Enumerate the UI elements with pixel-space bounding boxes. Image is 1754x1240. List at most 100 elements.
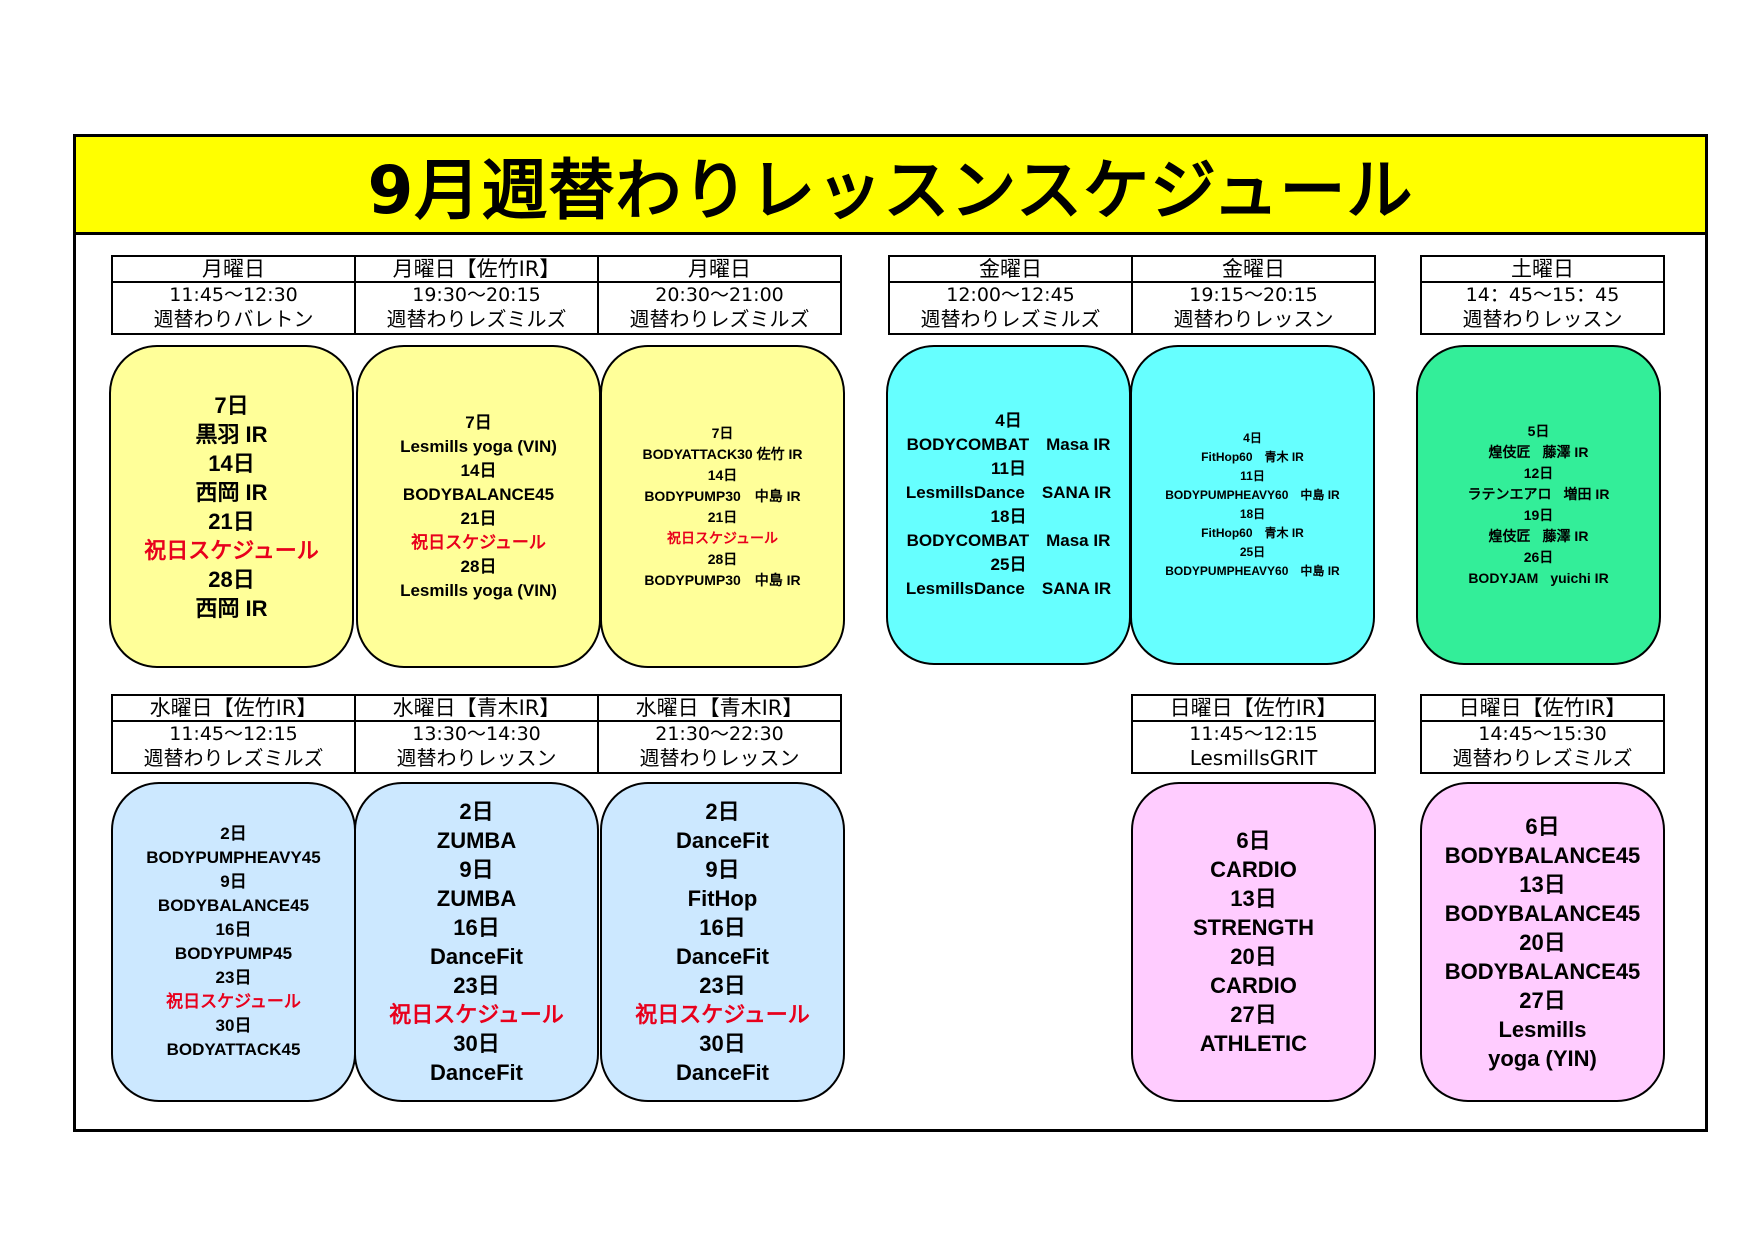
slot-time: 19:30〜20:15 bbox=[412, 284, 541, 306]
slot-time: 11:45〜12:15 bbox=[169, 723, 298, 745]
slot-name: 週替わりバレトン bbox=[153, 307, 314, 331]
program-label: BODYCOMBAT Masa IR bbox=[906, 531, 1111, 550]
program-label: BODYPUMP30 中島 IR bbox=[644, 487, 801, 504]
date-label: 28日 bbox=[208, 566, 255, 592]
date-label: 11日 bbox=[1240, 469, 1265, 483]
date-label: 14日 bbox=[460, 460, 497, 480]
program-label: DanceFit bbox=[430, 1060, 523, 1085]
slot-header-mon-2: 月曜日【佐竹IR】 19:30〜20:15 週替わりレズミルズ bbox=[354, 255, 599, 335]
holiday-label: 祝日スケジュール bbox=[635, 1002, 810, 1027]
program-label: ZUMBA bbox=[436, 886, 517, 911]
date-label: 11日 bbox=[991, 459, 1026, 478]
slot-header-wed-2: 水曜日【青木IR】 13:30〜14:30 週替わりレッスン bbox=[354, 694, 599, 774]
program-label: BODYCOMBAT Masa IR bbox=[906, 435, 1111, 454]
program-row: 煌伎匠藤澤 IR bbox=[1489, 526, 1589, 547]
page-title: 9月週替わりレッスンスケジュール bbox=[367, 151, 1414, 229]
date-label: 21日 bbox=[208, 508, 255, 534]
program-label: BODYBALANCE45 bbox=[1444, 900, 1641, 926]
slot-header-mon-3: 月曜日 20:30〜21:00 週替わりレズミルズ bbox=[597, 255, 842, 335]
program-label: 煌伎匠 bbox=[1488, 444, 1531, 460]
date-label: 4日 bbox=[1243, 431, 1262, 445]
slot-header-wed-3: 水曜日【青木IR】 21:30〜22:30 週替わりレッスン bbox=[597, 694, 842, 774]
slot-time: 12:00〜12:45 bbox=[946, 284, 1075, 306]
slot-name: 週替わりレッスン bbox=[1462, 307, 1623, 331]
program-label: BODYPUMP30 中島 IR bbox=[644, 571, 801, 588]
instructor-label: 青木 IR bbox=[1264, 450, 1304, 464]
program-label: ラテンエアロ bbox=[1467, 486, 1552, 502]
program-row: 煌伎匠藤澤 IR bbox=[1489, 442, 1589, 463]
date-label: 14日 bbox=[707, 466, 738, 483]
date-label: 7日 bbox=[465, 412, 492, 432]
slot-time: 14：45〜15：45 bbox=[1465, 284, 1620, 306]
slot-header-fri-2: 金曜日 19:15〜20:15 週替わりレッスン bbox=[1131, 255, 1376, 335]
instructor-label: 黒羽 IR bbox=[195, 421, 268, 447]
date-label: 12日 bbox=[1523, 465, 1554, 481]
lesson-card-wed-3: 2日 DanceFit 9日 FitHop 16日 DanceFit 23日 祝… bbox=[600, 782, 845, 1102]
date-label: 7日 bbox=[214, 392, 249, 418]
date-label: 23日 bbox=[699, 973, 746, 998]
slot-time: 21:30〜22:30 bbox=[655, 723, 784, 745]
date-label: 2日 bbox=[459, 799, 494, 824]
slot-name: 週替わりレズミルズ bbox=[143, 746, 324, 770]
date-label: 19日 bbox=[1523, 507, 1554, 523]
program-label: LesmillsDance SANA IR bbox=[905, 579, 1112, 598]
slot-name: 週替わりレッスン bbox=[396, 746, 557, 770]
program-label: FitHop60 bbox=[1201, 526, 1253, 540]
date-label: 23日 bbox=[215, 968, 252, 987]
slot-day: 水曜日【青木IR】 bbox=[356, 696, 597, 722]
holiday-label: 祝日スケジュール bbox=[166, 992, 301, 1011]
date-label: 9日 bbox=[220, 872, 247, 891]
date-label: 16日 bbox=[453, 915, 500, 940]
slot-time: 14:45〜15:30 bbox=[1478, 723, 1607, 745]
program-label: BODYATTACK45 bbox=[166, 1040, 301, 1059]
holiday-label: 祝日スケジュール bbox=[144, 537, 319, 563]
slot-day: 日曜日【佐竹IR】 bbox=[1422, 696, 1663, 722]
program-label: LesmillsDance SANA IR bbox=[905, 483, 1112, 502]
program-label: ATHLETIC bbox=[1199, 1031, 1308, 1056]
slot-header-mon-1: 月曜日 11:45〜12:30 週替わりバレトン bbox=[111, 255, 356, 335]
date-label: 27日 bbox=[1230, 1002, 1277, 1027]
date-label: 26日 bbox=[1523, 549, 1554, 565]
lesson-card-mon-3: 7日 BODYATTACK30 佐竹 IR 14日 BODYPUMP30 中島 … bbox=[600, 345, 845, 668]
date-label: 30日 bbox=[699, 1031, 746, 1056]
slot-header-fri-1: 金曜日 12:00〜12:45 週替わりレズミルズ bbox=[888, 255, 1133, 335]
slot-time: 11:45〜12:30 bbox=[169, 284, 298, 306]
date-label: 25日 bbox=[1239, 545, 1266, 559]
date-label: 9日 bbox=[459, 857, 494, 882]
slot-name: 週替わりレズミルズ bbox=[386, 307, 567, 331]
holiday-label: 祝日スケジュール bbox=[666, 529, 779, 546]
lesson-card-mon-2: 7日 Lesmills yoga (VIN) 14日 BODYBALANCE45… bbox=[356, 345, 601, 668]
date-label: 27日 bbox=[1519, 987, 1566, 1013]
program-label: CARDIO bbox=[1210, 973, 1297, 998]
date-label: 9日 bbox=[705, 857, 740, 882]
date-label: 28日 bbox=[707, 550, 738, 567]
title-band: 9月週替わりレッスンスケジュール bbox=[76, 137, 1705, 235]
instructor-label: 中島 IR bbox=[1300, 488, 1340, 502]
program-label: Lesmills bbox=[1498, 1016, 1587, 1042]
slot-header-sat: 土曜日 14：45〜15：45 週替わりレッスン bbox=[1420, 255, 1665, 335]
slot-day: 土曜日 bbox=[1422, 257, 1663, 283]
date-label: 18日 bbox=[1239, 507, 1266, 521]
slot-time: 19:15〜20:15 bbox=[1189, 284, 1318, 306]
slot-day: 金曜日 bbox=[1133, 257, 1374, 283]
slot-day: 金曜日 bbox=[890, 257, 1131, 283]
date-label: 4日 bbox=[995, 411, 1022, 430]
instructor-label: 藤澤 IR bbox=[1542, 528, 1589, 544]
slot-name: 週替わりレズミルズ bbox=[629, 307, 810, 331]
program-label: BODYBALANCE45 bbox=[1444, 842, 1641, 868]
instructor-label: 青木 IR bbox=[1264, 526, 1304, 540]
slot-header-wed-1: 水曜日【佐竹IR】 11:45〜12:15 週替わりレズミルズ bbox=[111, 694, 356, 774]
program-label: BODYBALANCE45 bbox=[157, 896, 310, 915]
program-label: DanceFit bbox=[676, 1060, 769, 1085]
date-label: 20日 bbox=[1230, 944, 1277, 969]
instructor-label: yuichi IR bbox=[1550, 570, 1609, 586]
program-label: BODYBALANCE45 bbox=[402, 484, 555, 504]
slot-day: 月曜日 bbox=[599, 257, 840, 283]
date-label: 18日 bbox=[990, 507, 1027, 526]
date-label: 14日 bbox=[208, 450, 255, 476]
slot-time: 11:45〜12:15 bbox=[1189, 723, 1318, 745]
date-label: 7日 bbox=[711, 424, 734, 441]
slot-day: 日曜日【佐竹IR】 bbox=[1133, 696, 1374, 722]
lesson-card-sun-1: 6日 CARDIO 13日 STRENGTH 20日 CARDIO 27日 AT… bbox=[1131, 782, 1376, 1102]
